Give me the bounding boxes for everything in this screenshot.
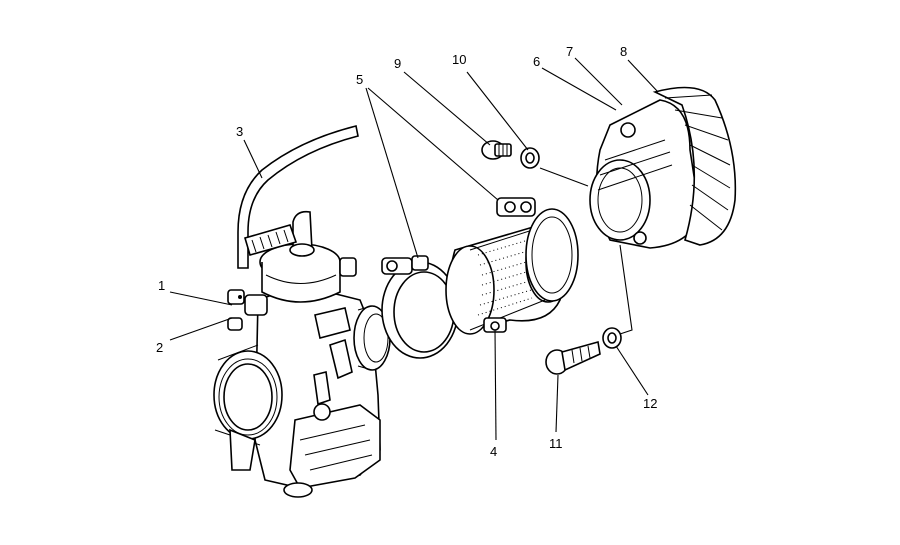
assembly-line-upper: [539, 167, 589, 187]
callout-6: 6: [533, 54, 540, 69]
callout-10: 10: [452, 52, 466, 67]
carburetor: [213, 210, 391, 498]
leader-lines: [169, 57, 659, 441]
callout-2: 2: [156, 340, 163, 355]
callout-12: 12: [643, 396, 657, 411]
callout-11: 11: [549, 436, 563, 451]
hose-clamp-left: [381, 255, 459, 359]
callout-8: 8: [620, 44, 627, 59]
fuel-hose: [237, 125, 359, 269]
intake-manifold: [589, 99, 701, 249]
callout-9: 9: [394, 56, 401, 71]
screw-11: [545, 340, 601, 375]
callout-3: 3: [236, 124, 243, 139]
callout-1: 1: [158, 278, 165, 293]
washer-10: [520, 147, 540, 169]
hose-clamp-right: [496, 197, 579, 302]
washer-12: [602, 327, 622, 349]
callout-5: 5: [356, 72, 363, 87]
callout-4: 4: [490, 444, 497, 459]
gasket: [652, 86, 737, 246]
callout-7: 7: [566, 44, 573, 59]
assembly-line-lower: [619, 244, 633, 335]
screw-9: [481, 140, 512, 160]
